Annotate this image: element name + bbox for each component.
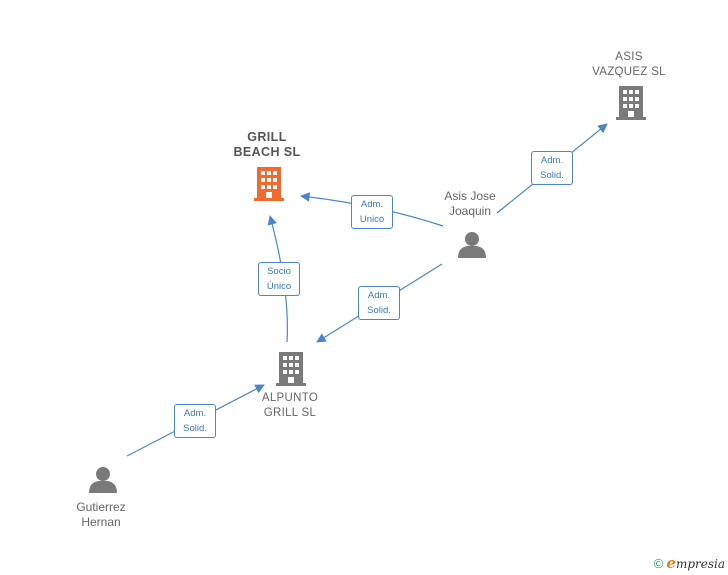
edge-label-asis-to-grill-beach[interactable]: Adm. Unico (351, 195, 393, 229)
edge-label-line: Socio (267, 266, 291, 277)
node-label-asis-jose[interactable]: Asis Jose Joaquin (444, 189, 495, 219)
edge-label-line: Adm. (360, 199, 384, 210)
node-label-asis-vazquez[interactable]: ASIS VAZQUEZ SL (592, 50, 666, 80)
node-label-line: ASIS (615, 51, 643, 63)
edge-label-line: Adm. (183, 408, 207, 419)
building-icon (276, 352, 306, 386)
node-label-line: VAZQUEZ SL (592, 66, 666, 78)
node-label-line: Joaquin (448, 204, 492, 218)
edge-label-line: Unico (359, 214, 385, 225)
edge-label-line: Solid. (183, 423, 207, 434)
building-icon (616, 86, 646, 120)
edge-label-line: Adm. (367, 290, 391, 301)
edge-label-asis-to-vazquez[interactable]: Adm. Solid. (531, 151, 573, 185)
brand-logo: empresia (666, 554, 725, 572)
node-label-line: GRILL SL (263, 407, 317, 419)
node-label-line: GRILL (247, 130, 287, 144)
edge-label-line: Adm. (540, 155, 564, 166)
copyright-icon: © (653, 556, 664, 571)
edge-label-line: Solid. (540, 170, 564, 181)
edge-label-gutierrez-to-alpunto[interactable]: Adm. Solid. (174, 404, 216, 438)
node-label-line: Gutierrez (76, 500, 126, 514)
node-label-grill-beach[interactable]: GRILL BEACH SL (233, 130, 300, 160)
node-label-alpunto-grill[interactable]: ALPUNTO GRILL SL (262, 391, 318, 421)
edge-label-line: Único (266, 281, 292, 292)
person-icon (458, 232, 486, 258)
edge-label-line: Solid. (367, 305, 391, 316)
node-label-line: ALPUNTO (261, 392, 319, 404)
brand-initial: e (666, 554, 676, 572)
node-label-line: Asis Jose (444, 189, 496, 203)
person-icon (89, 467, 117, 493)
brand-name: mpresia (675, 557, 725, 571)
node-label-line: Hernan (81, 515, 121, 529)
edge-label-asis-to-alpunto[interactable]: Adm. Solid. (358, 286, 400, 320)
node-label-gutierrez[interactable]: Gutierrez Hernan (76, 500, 125, 530)
edge-label-alpunto-to-grill-beach[interactable]: Socio Único (258, 262, 300, 296)
building-icon (254, 167, 284, 201)
footer-brand[interactable]: ©empresia (654, 554, 725, 572)
node-label-line: BEACH SL (233, 145, 301, 159)
